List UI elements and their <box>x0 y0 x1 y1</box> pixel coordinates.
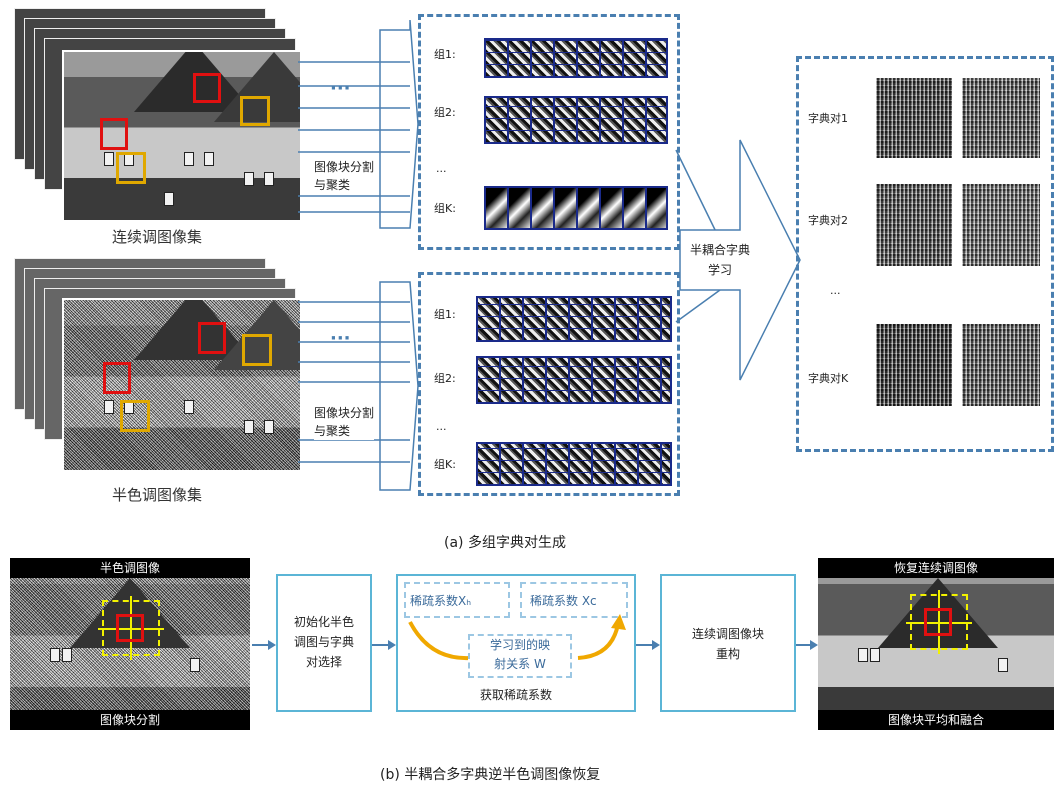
orange-curve-left <box>408 621 471 661</box>
group-label-k: 组K: <box>434 458 456 471</box>
window <box>858 648 868 662</box>
dictionary-atoms-group-1 <box>484 38 668 78</box>
red-patch-marker <box>100 118 128 150</box>
get-coef-label: 获取稀疏系数 <box>479 688 552 702</box>
coef-xh-label: 稀疏系数Xₕ <box>410 594 472 608</box>
dictionary-atoms-group-1 <box>476 296 672 342</box>
window <box>870 648 880 662</box>
yellow-patch-marker <box>116 152 146 184</box>
red-patch-marker <box>198 322 226 354</box>
crosshair-h <box>906 622 972 624</box>
dictionary-pair-label-2: 字典对2 <box>808 214 848 227</box>
window <box>190 658 200 672</box>
mapping-box <box>468 634 572 678</box>
caption-a: (a) 多组字典对生成 <box>444 535 566 551</box>
coef-xc-label: 稀疏系数 Xc <box>530 594 597 608</box>
group-label-k: 组K: <box>434 202 456 215</box>
bottom-flow-arrows <box>252 640 818 650</box>
orange-curve-right <box>577 623 620 660</box>
red-patch-marker <box>116 614 144 642</box>
dictionary-atoms-group-k <box>484 186 668 230</box>
orange-arrowhead-right <box>611 614 626 630</box>
reconstruct-step-label: 连续调图像块 重构 <box>691 627 764 661</box>
dictionary-atoms-group-2 <box>484 96 668 144</box>
group-label-1: 组1: <box>434 308 456 321</box>
mapping-label: 学习到的映 射关系 W <box>489 638 550 671</box>
restored-image-title: 恢复连续调图像 <box>818 558 1054 578</box>
red-patch-marker <box>924 608 952 636</box>
dictionary-pairs-box <box>796 56 1054 452</box>
split-cluster-label-top: 图像块分割 与聚类 <box>314 158 375 194</box>
dictionary-pair-label-k: 字典对K <box>808 372 849 385</box>
red-patch-marker <box>193 73 221 103</box>
yellow-patch-marker <box>120 400 150 432</box>
window <box>104 152 114 166</box>
window <box>264 172 274 186</box>
window <box>50 648 60 662</box>
group-label-2: 组2: <box>434 372 456 385</box>
dictionary-pair-label-1: 字典对1 <box>808 112 848 125</box>
dictionary-pair-2-a <box>876 184 952 266</box>
dictionary-pair-2-b <box>962 184 1040 266</box>
window <box>164 192 174 206</box>
init-step-box <box>276 574 372 712</box>
group-label-ellipsis: ... <box>436 162 447 175</box>
connector-top <box>675 149 721 241</box>
crosshair-h <box>98 628 164 630</box>
group-label-ellipsis: ... <box>436 420 447 433</box>
ellipsis-top: ··· <box>330 78 351 99</box>
dictionary-pair-label-ellipsis: ... <box>830 284 841 297</box>
continuous-house-image <box>62 50 302 222</box>
halftone-image-footer: 图像块分割 <box>10 710 250 730</box>
dictionary-atoms-group-2 <box>476 356 672 404</box>
red-patch-marker <box>103 362 131 394</box>
coef-xc-box <box>520 582 628 618</box>
window <box>62 648 72 662</box>
window <box>104 400 114 414</box>
yellow-patch-marker <box>240 96 270 126</box>
caption-b: (b) 半耦合多字典逆半色调图像恢复 <box>380 767 601 783</box>
reconstruct-step-box <box>660 574 796 712</box>
split-cluster-label-bottom: 图像块分割 与聚类 <box>314 404 375 440</box>
window <box>244 172 254 186</box>
roof-shape <box>214 52 300 122</box>
continuous-groups-box <box>418 14 680 250</box>
top-fan-lines <box>298 61 410 213</box>
ellipsis-bottom: ··· <box>330 328 351 349</box>
group-label-2: 组2: <box>434 106 456 119</box>
dictionary-atoms-group-k <box>476 442 672 486</box>
window <box>264 420 274 434</box>
halftone-image-title: 半色调图像 <box>10 558 250 578</box>
init-step-label: 初始化半色 调图与字典 对选择 <box>293 615 354 669</box>
bottom-big-arrow <box>379 281 419 491</box>
window <box>184 152 194 166</box>
semi-coupled-learning-label: 半耦合字典 学习 <box>690 243 751 277</box>
restored-image-footer: 图像块平均和融合 <box>818 710 1054 730</box>
window <box>184 400 194 414</box>
connector-bottom <box>675 289 721 323</box>
halftone-groups-box <box>418 272 680 496</box>
window <box>998 658 1008 672</box>
dictionary-pair-1-a <box>876 78 952 158</box>
bottom-fan-lines <box>298 301 410 463</box>
dictionary-pair-k-b <box>962 324 1040 406</box>
window <box>244 420 254 434</box>
coef-xh-box <box>404 582 510 618</box>
dictionary-pair-1-b <box>962 78 1040 158</box>
learning-arrow <box>679 139 801 381</box>
dictionary-pair-k-a <box>876 324 952 406</box>
window <box>204 152 214 166</box>
sparse-coef-box <box>396 574 636 712</box>
group-label-1: 组1: <box>434 48 456 61</box>
yellow-patch-marker <box>242 334 272 366</box>
halftone-set-label: 半色调图像集 <box>112 486 203 504</box>
continuous-set-label: 连续调图像集 <box>112 228 203 246</box>
top-big-arrow <box>379 19 419 229</box>
